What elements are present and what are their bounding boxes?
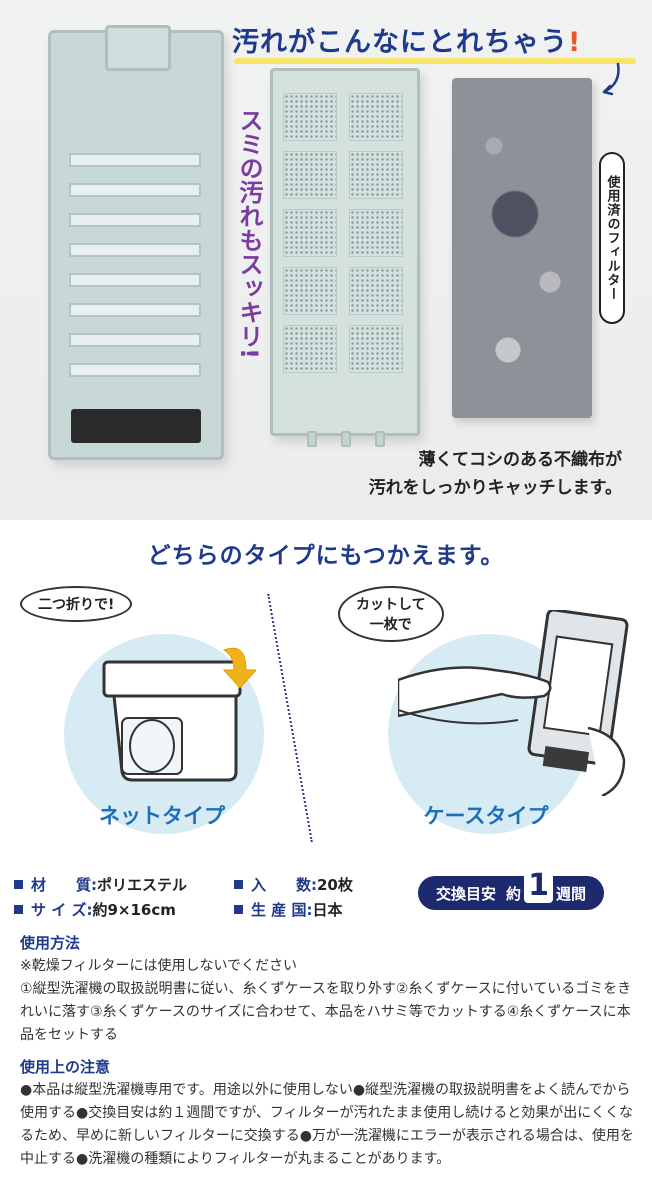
bullet-square-icon — [14, 905, 23, 914]
bullet-square-icon — [234, 905, 243, 914]
photo-caption: 薄くてコシのある不織布が 汚れをしっかりキャッチします。 — [369, 446, 622, 502]
spec-key: 材 質: — [31, 876, 97, 894]
mesh-cell — [283, 93, 337, 141]
net-illustration — [102, 647, 256, 782]
filter-peg — [341, 431, 351, 447]
case-type-panel: カットして 一枚で ケースタイプ — [336, 586, 636, 836]
bullet-square-icon — [234, 880, 243, 889]
case-type-bubble: カットして 一枚で — [338, 586, 444, 642]
caption-line-1: 薄くてコシのある不織布が — [418, 450, 623, 470]
case-slot — [69, 183, 201, 197]
case-slot — [69, 303, 201, 317]
mesh-filter-image — [270, 68, 420, 447]
used-filter-image — [452, 78, 592, 418]
case-bubble-line-2: 一枚で — [369, 617, 412, 633]
bullet-square-icon — [14, 880, 23, 889]
usage-section: 使用方法 ※乾燥フィルターには使用しないでください ①縦型洗濯機の取扱説明書に従… — [20, 932, 636, 1047]
exchange-badge: 交換目安 約 1 週間 — [418, 869, 604, 910]
usage-title: 使用方法 — [20, 934, 81, 952]
spec-value: ポリエステル — [97, 876, 188, 894]
curved-arrow-icon — [602, 62, 620, 96]
used-filter-label: 使用済のフィルター — [599, 152, 625, 324]
case-illustration — [398, 610, 629, 796]
spec-origin: 生 産 国: 日本 — [234, 899, 342, 920]
spec-key: サ イ ズ: — [31, 901, 93, 919]
headline-text: 汚れがこんなにとれちゃう — [232, 27, 568, 58]
spec-key: 生 産 国: — [251, 901, 313, 919]
exchange-unit: 週間 — [555, 884, 586, 903]
caution-section: 使用上の注意 ●本品は縦型洗濯機専用です。用途以外に使用しない●縦型洗濯機の取扱… — [20, 1056, 636, 1171]
spec-size: サ イ ズ: 約9×16cm — [14, 899, 234, 920]
sumi-catchphrase: スミの汚れもスッキリ! — [235, 108, 263, 359]
spec-material: 材 質: ポリエステル — [14, 874, 234, 895]
mesh-cell — [349, 93, 403, 141]
case-bubble-line-1: カットして — [356, 597, 426, 613]
headline: 汚れがこんなにとれちゃう! — [232, 20, 581, 59]
case-slot — [69, 273, 201, 287]
spec-key: 入 数: — [251, 876, 317, 894]
caution-text: ●本品は縦型洗濯機専用です。用途以外に使用しない●縦型洗濯機の取扱説明書をよく読… — [20, 1082, 634, 1167]
mesh-cell — [349, 151, 403, 199]
exchange-number: 1 — [524, 869, 553, 903]
spec-row: サ イ ズ: 約9×16cm 生 産 国: 日本 — [14, 897, 414, 922]
product-photo: 汚れがこんなにとれちゃう! 使用済のフィルター スミの汚れもスッキリ! 薄くてコ… — [0, 0, 652, 520]
case-tab — [105, 25, 171, 71]
mesh-cell — [283, 267, 337, 315]
spec-count: 入 数: 20枚 — [234, 874, 353, 895]
net-type-panel: 二つ折りで! ネットタイプ — [12, 586, 312, 836]
filter-peg — [307, 431, 317, 447]
mesh-cell — [349, 325, 403, 373]
mesh-cell — [349, 209, 403, 257]
usage-text: ※乾燥フィルターには使用しないでください ①縦型洗濯機の取扱説明書に従い、糸くず… — [20, 958, 632, 1043]
spec-value: 日本 — [312, 901, 343, 919]
case-slot — [69, 333, 201, 347]
spec-value: 約9×16cm — [92, 901, 176, 919]
mesh-cell — [283, 325, 337, 373]
headline-exclamation: ! — [568, 27, 582, 58]
spec-value: 20枚 — [317, 876, 353, 894]
caption-line-2: 汚れをしっかりキャッチします。 — [368, 478, 622, 498]
case-slot — [69, 243, 201, 257]
mesh-cell — [349, 267, 403, 315]
types-title: どちらのタイプにもつかえます。 — [147, 543, 505, 569]
case-slot — [69, 213, 201, 227]
mesh-cell — [283, 209, 337, 257]
lint-case-image — [48, 25, 224, 460]
exchange-prefix: 交換目安 — [436, 884, 497, 903]
mesh-cell — [283, 151, 337, 199]
net-type-bubble: 二つ折りで! — [20, 586, 133, 622]
case-slot — [69, 153, 201, 167]
case-type-label: ケースタイプ — [423, 804, 549, 828]
spec-row: 材 質: ポリエステル 入 数: 20枚 — [14, 872, 414, 897]
specs-table: 材 質: ポリエステル 入 数: 20枚 サ イ ズ: 約9×16cm 生 産 … — [14, 872, 414, 922]
headline-highlight — [234, 58, 636, 64]
case-foot — [71, 409, 201, 443]
filter-peg — [375, 431, 385, 447]
exchange-approx: 約 — [506, 884, 522, 903]
case-slot — [69, 363, 201, 377]
net-type-label: ネットタイプ — [99, 804, 225, 828]
caution-title: 使用上の注意 — [20, 1058, 111, 1076]
